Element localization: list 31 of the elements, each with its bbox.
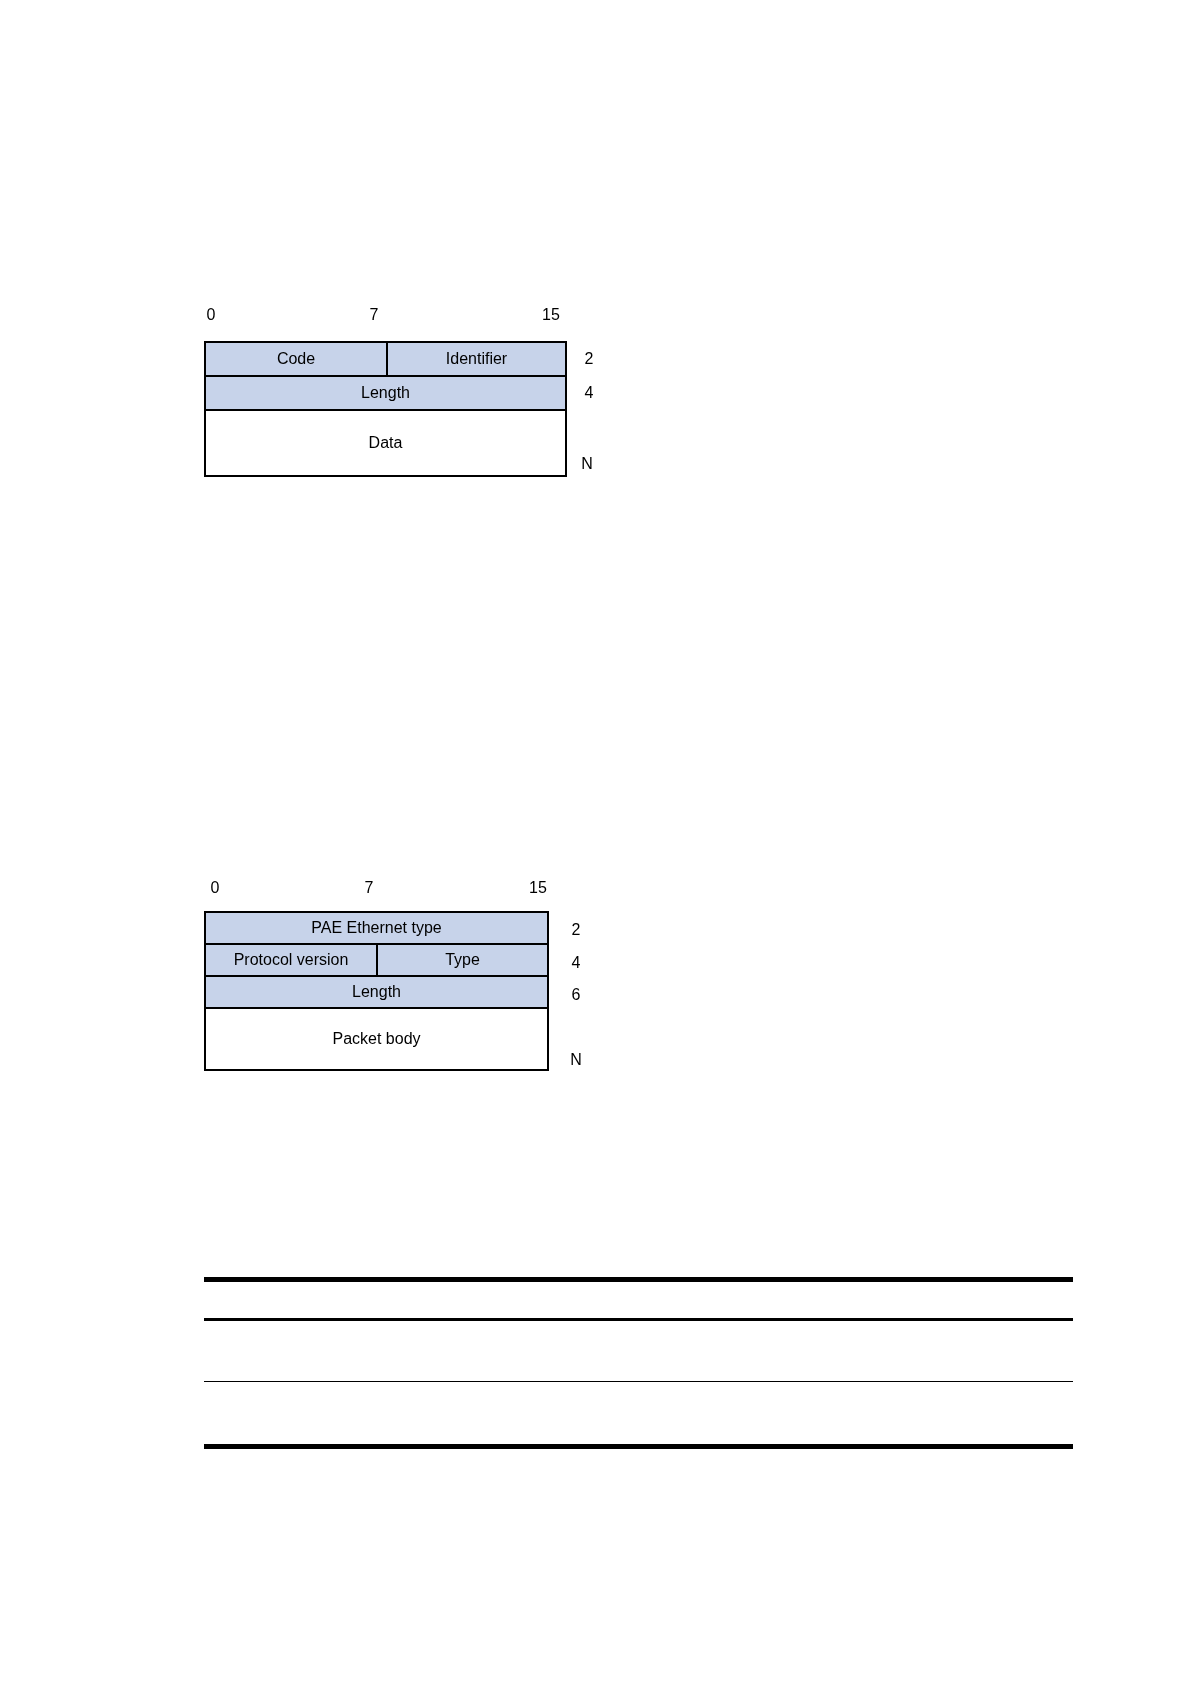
bit-offset: 15 — [529, 879, 547, 897]
bit-offset: 7 — [369, 306, 379, 324]
bit-offset: 7 — [364, 879, 374, 897]
data-field — [204, 409, 567, 477]
byte-offset: N — [570, 1051, 582, 1069]
header-field — [204, 975, 549, 1009]
byte-offset: 4 — [584, 384, 594, 402]
bit-offset: 0 — [206, 306, 216, 324]
field-name: Packet body — [332, 1030, 421, 1048]
byte-offset: 2 — [571, 921, 581, 939]
field-name: Identifier — [445, 350, 508, 368]
header-field — [204, 375, 567, 411]
field-name: Protocol version — [233, 951, 349, 969]
bit-offset: 15 — [542, 306, 560, 324]
byte-offset: 4 — [571, 954, 581, 972]
data-field — [204, 1007, 549, 1071]
field-name: Code — [276, 350, 316, 368]
field-name: Type — [445, 951, 480, 969]
header-field — [386, 341, 567, 377]
byte-offset: 2 — [584, 350, 594, 368]
field-name: Length — [361, 384, 410, 402]
field-name: Data — [368, 434, 403, 452]
byte-offset: 6 — [571, 986, 581, 1004]
header-field — [204, 943, 378, 977]
bit-offset: 0 — [210, 879, 220, 897]
field-name: PAE Ethernet type — [311, 919, 442, 937]
header-field — [204, 341, 388, 377]
byte-offset: N — [581, 455, 593, 473]
header-field — [204, 911, 549, 945]
header-field — [376, 943, 549, 977]
field-name: Length — [352, 983, 401, 1001]
